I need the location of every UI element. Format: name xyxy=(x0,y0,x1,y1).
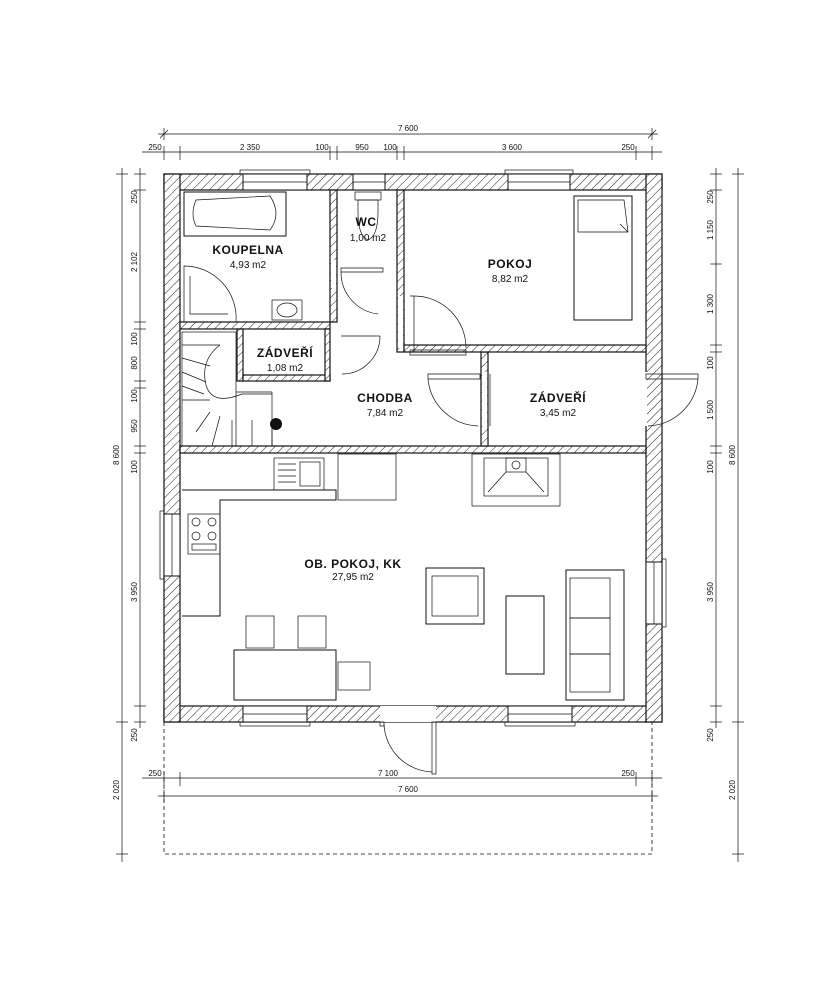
dim-right-7: 3 950 xyxy=(706,581,715,602)
doors xyxy=(340,267,699,775)
dim-left-3: 100 xyxy=(130,332,139,346)
dim-top-3: 100 xyxy=(315,143,329,152)
dim-right-1: 250 xyxy=(706,190,715,204)
room-pokoj-name: POKOJ xyxy=(488,257,533,271)
room-chodba-area: 7,84 m2 xyxy=(367,408,404,419)
dimension-lines xyxy=(116,128,744,862)
room-wc-name: WC xyxy=(356,215,377,229)
dim-left-6: 950 xyxy=(130,419,139,433)
dim-right-ext: 2 020 xyxy=(728,779,737,800)
dim-bottom-2: 7 100 xyxy=(378,769,399,778)
dimension-labels: 7 600 250 2 350 100 950 100 3 600 250 25… xyxy=(112,124,737,800)
dim-left-4: 800 xyxy=(130,356,139,370)
dim-left-8: 3 950 xyxy=(130,581,139,602)
windows xyxy=(159,169,667,727)
dim-left-5: 100 xyxy=(130,389,139,403)
dim-right-total: 8 600 xyxy=(728,444,737,465)
right-dims: 250 1 150 1 300 100 1 500 100 3 950 250 … xyxy=(706,190,737,800)
dim-left-1: 250 xyxy=(130,190,139,204)
room-wc-area: 1,00 m2 xyxy=(350,233,387,244)
dim-top-2: 2 350 xyxy=(240,143,261,152)
dim-bottom-3: 250 xyxy=(621,769,635,778)
room-zadveri-area: 3,45 m2 xyxy=(540,408,577,419)
room-zadveri-name: ZÁDVEŘÍ xyxy=(530,390,586,405)
dim-right-3: 1 300 xyxy=(706,293,715,314)
dim-right-6: 100 xyxy=(706,460,715,474)
room-zadveri-small-area: 1,08 m2 xyxy=(267,363,304,374)
room-obyvaci-area: 27,95 m2 xyxy=(332,572,374,583)
room-obyvaci-name: OB. POKOJ, KK xyxy=(304,557,401,571)
room-chodba-name: CHODBA xyxy=(357,391,413,405)
dim-right-4: 100 xyxy=(706,356,715,370)
dim-top-4: 950 xyxy=(355,143,369,152)
dim-right-5: 1 500 xyxy=(706,399,715,420)
room-koupelna-name: KOUPELNA xyxy=(212,243,283,257)
door-openings xyxy=(331,260,647,722)
dim-right-2: 1 150 xyxy=(706,219,715,240)
dim-right-8: 250 xyxy=(706,728,715,742)
dim-left-9: 250 xyxy=(130,728,139,742)
dim-top-1: 250 xyxy=(148,143,162,152)
staircase xyxy=(181,331,282,447)
dim-left-ext: 2 020 xyxy=(112,779,121,800)
dim-left-2: 2 102 xyxy=(130,251,139,272)
furniture xyxy=(181,191,633,701)
dim-top-6: 3 600 xyxy=(502,143,523,152)
room-labels: KOUPELNA 4,93 m2 WC 1,00 m2 POKOJ 8,82 m… xyxy=(212,215,586,583)
dim-left-total: 8 600 xyxy=(112,444,121,465)
dim-bottom-total: 7 600 xyxy=(398,785,419,794)
dim-bottom-1: 250 xyxy=(148,769,162,778)
left-dims: 250 2 102 100 800 100 950 100 3 950 250 … xyxy=(112,190,139,800)
dim-left-7: 100 xyxy=(130,460,139,474)
dim-top-total: 7 600 xyxy=(398,124,419,133)
room-pokoj-area: 8,82 m2 xyxy=(492,274,529,285)
dim-top-7: 250 xyxy=(621,143,635,152)
room-koupelna-area: 4,93 m2 xyxy=(230,260,267,271)
dim-top-5: 100 xyxy=(383,143,397,152)
room-zadveri-small-name: ZÁDVEŘÍ xyxy=(257,345,313,360)
